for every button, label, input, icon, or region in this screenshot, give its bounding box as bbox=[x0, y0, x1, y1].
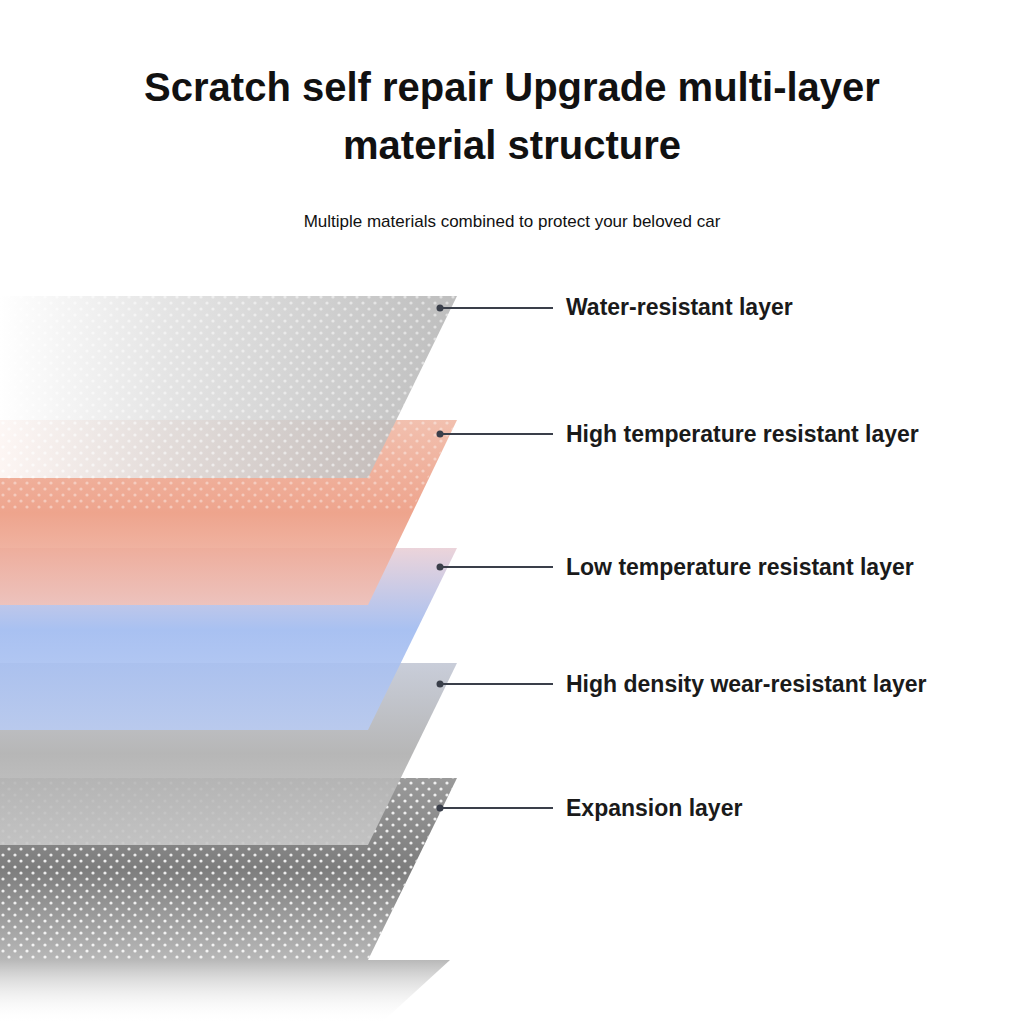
subtitle: Multiple materials combined to protect y… bbox=[304, 212, 721, 232]
layer-label: Expansion layer bbox=[566, 795, 742, 822]
layer-label: High density wear-resistant layer bbox=[566, 671, 926, 698]
title-heading: Scratch self repair Upgrade multi-layer … bbox=[82, 58, 942, 174]
layer-label: Water-resistant layer bbox=[566, 294, 793, 321]
layer-label: High temperature resistant layer bbox=[566, 421, 919, 448]
layer-label: Low temperature resistant layer bbox=[566, 554, 914, 581]
